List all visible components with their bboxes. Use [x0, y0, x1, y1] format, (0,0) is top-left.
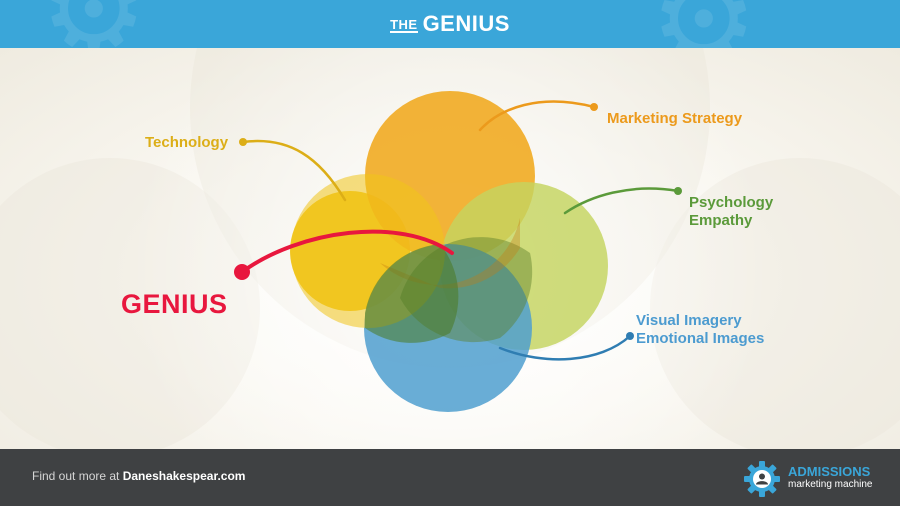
technology-connector [241, 139, 347, 202]
logo-subtitle: marketing machine [788, 479, 873, 490]
overlap-shading [365, 244, 459, 343]
label-marketing-strategy: Marketing Strategy [607, 110, 743, 127]
footer-text: Find out more at Daneshakespear.com [32, 469, 245, 483]
header-bar: ⚙ ⚙ THE GENIUS [0, 0, 900, 48]
gear-icon: ⚙ [650, 0, 758, 48]
label-technology: Technology [145, 134, 229, 151]
gear-logo-icon [744, 461, 780, 497]
technology-dot [239, 138, 247, 146]
label-visual-line2: Emotional Images [636, 330, 765, 347]
gear-icon: ⚙ [40, 0, 148, 48]
psychology-connector [563, 187, 680, 215]
visual-dot [626, 332, 634, 340]
venn-diagram [0, 48, 900, 449]
label-genius: GENIUS [121, 289, 228, 319]
marketing-connector [478, 100, 596, 132]
label-visual-imagery: Visual Imagery Emotional Images [636, 312, 764, 348]
psychology-dot [674, 187, 682, 195]
overlap-shading [380, 218, 520, 289]
label-psychology-line2: Empathy [689, 212, 753, 229]
footer-link[interactable]: Daneshakespear.com [122, 469, 246, 483]
logo-title: ADMISSIONS [788, 464, 871, 479]
diagram-stage: Technology Marketing Strategy Psychology… [0, 48, 900, 449]
label-psychology-line1: Psychology [689, 194, 774, 211]
label-psychology: Psychology Empathy [689, 194, 773, 230]
title-main: GENIUS [422, 11, 510, 36]
visual-connector [498, 334, 632, 361]
genius-dot [234, 264, 250, 280]
genius-connector [240, 229, 454, 274]
page-title: THE GENIUS [0, 0, 900, 48]
label-visual-line1: Visual Imagery [636, 312, 742, 329]
footer-prefix: Find out more at [32, 469, 120, 483]
marketing-dot [590, 103, 598, 111]
title-prefix: THE [390, 17, 418, 33]
